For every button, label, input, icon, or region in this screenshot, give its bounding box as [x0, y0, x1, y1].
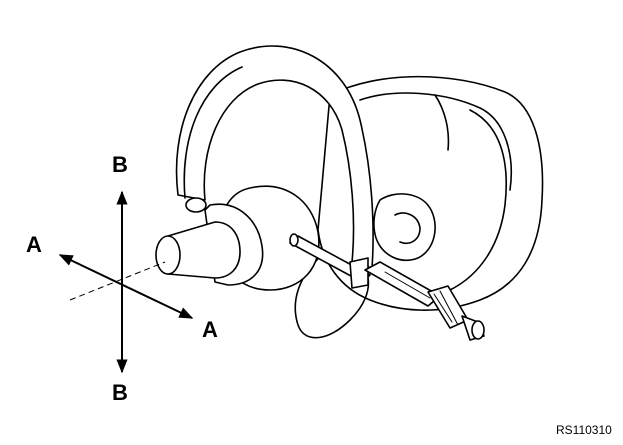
centerline: [69, 261, 166, 301]
figure-code: RS110310: [556, 423, 612, 437]
axis-a-right-label: A: [202, 317, 218, 342]
axis-a-left-label: A: [26, 232, 42, 257]
micrometer-frame: [175, 45, 374, 269]
axis-arrows: [58, 190, 194, 374]
crankshaft-journal: [155, 185, 320, 291]
micrometer-spindle: [289, 233, 485, 341]
crankshaft-body: [294, 75, 544, 339]
axis-b-top-label: B: [112, 152, 128, 177]
axis-b-bottom-label: B: [112, 380, 128, 405]
axis-a-arrow: [58, 254, 194, 319]
